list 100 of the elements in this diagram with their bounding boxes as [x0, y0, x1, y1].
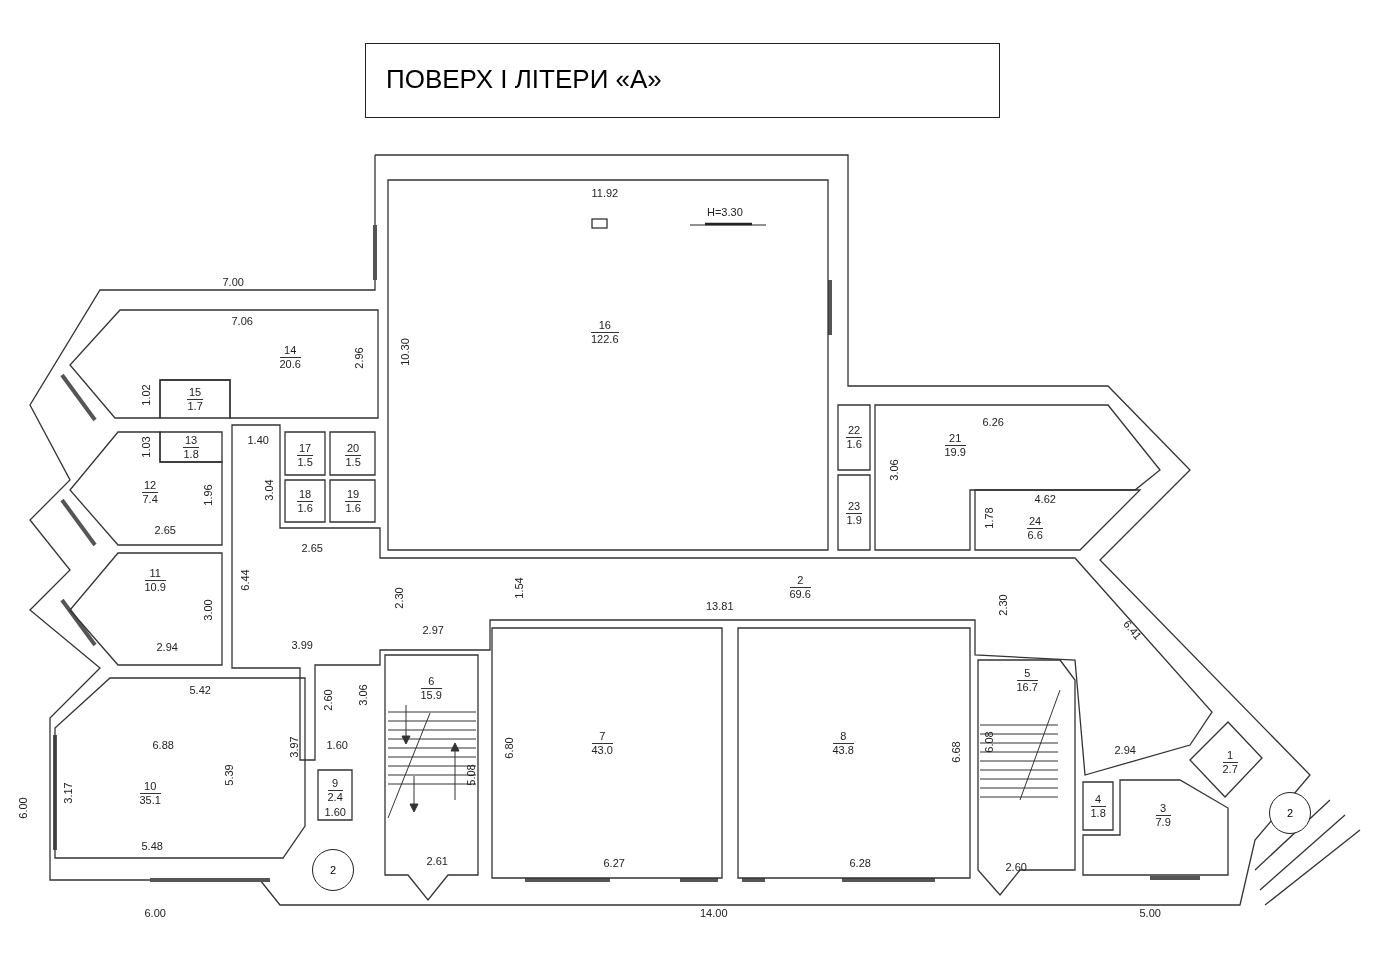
room-number: 8 — [832, 729, 854, 744]
room-area: 7.4 — [142, 492, 159, 506]
dimension-label: 3.00 — [201, 599, 214, 621]
dimension-label: 1.40 — [247, 434, 269, 446]
dimension-label: 2.94 — [156, 641, 178, 653]
dimension-label: 1.02 — [139, 384, 152, 406]
dimension-label: 1.78 — [982, 507, 995, 529]
dimension-label: 2.60 — [1005, 861, 1027, 873]
room-number: 16 — [591, 318, 619, 333]
dimension-label: 3.97 — [287, 736, 300, 758]
dimension-label: 6.44 — [238, 569, 251, 591]
dimension-label: 5.08 — [464, 764, 477, 786]
dimension-label: 2.60 — [321, 689, 334, 711]
dimension-label: 7.06 — [231, 315, 253, 327]
dimension-label: 6.68 — [949, 741, 962, 763]
room-number: 21 — [944, 431, 966, 446]
room-area: 43.0 — [591, 743, 613, 757]
room-area: 1.6 — [297, 501, 314, 515]
dimension-label: 11.92 — [591, 187, 619, 199]
dimension-label: 3.06 — [887, 459, 900, 481]
circle-marker: 2 — [1269, 792, 1311, 834]
room-number: 5 — [1016, 666, 1038, 681]
dimension-label: 6.27 — [603, 857, 625, 869]
dimension-label: 6.00 — [16, 797, 29, 819]
dimension-label: 6.28 — [849, 857, 871, 869]
dimension-label: 6.00 — [144, 907, 166, 919]
room-area: 1.6 — [345, 501, 362, 515]
dimension-label: 1.60 — [326, 739, 348, 751]
room-area: 10.9 — [144, 580, 166, 594]
room-area: 1.5 — [345, 455, 362, 469]
circle-marker: 2 — [312, 849, 354, 891]
room-area: 1.8 — [1090, 806, 1106, 820]
room-number: 6 — [420, 674, 442, 689]
room-area: 6.6 — [1027, 528, 1044, 542]
dimension-label: 13.81 — [706, 600, 734, 612]
room-number: 20 — [345, 441, 362, 456]
room-area: 122.6 — [591, 332, 619, 346]
dimension-label: 3.04 — [262, 479, 275, 501]
dimension-label: 5.00 — [1139, 907, 1161, 919]
dimension-label: 3.06 — [356, 684, 369, 706]
dimension-label: 2.97 — [422, 624, 444, 636]
room-area: 15.9 — [420, 688, 442, 702]
room-number: 10 — [139, 779, 161, 794]
ceiling-height-label: Н=3.30 — [707, 206, 743, 218]
room-area: 1.7 — [187, 399, 204, 413]
room-number: 18 — [297, 487, 314, 502]
dimension-label: 2.30 — [996, 594, 1009, 616]
dimension-label: 5.42 — [189, 684, 211, 696]
dimension-label: 2.65 — [301, 542, 323, 554]
room-area: 43.8 — [832, 743, 854, 757]
room-number: 23 — [846, 499, 863, 514]
dimension-label: 6.08 — [982, 731, 995, 753]
dimension-label: 7.00 — [222, 276, 244, 288]
room-number: 22 — [846, 423, 863, 438]
dimension-label: 6.88 — [152, 739, 174, 751]
dimension-label: 1.96 — [201, 484, 214, 506]
room-number: 12 — [142, 478, 159, 493]
dimension-label: 6.26 — [982, 416, 1004, 428]
dimension-label: 2.96 — [352, 347, 365, 369]
dimension-label: 1.03 — [139, 436, 152, 458]
room-number: 14 — [279, 343, 301, 358]
room-number: 17 — [297, 441, 314, 456]
room-number: 1 — [1222, 748, 1238, 763]
room-area: 1.9 — [846, 513, 863, 527]
room-area: 2.4 — [327, 790, 343, 804]
room-number: 13 — [183, 433, 200, 448]
room-number: 19 — [345, 487, 362, 502]
title: ПОВЕРХ I ЛІТЕРИ «А» — [365, 43, 1000, 118]
room-number: 15 — [187, 385, 204, 400]
dimension-label: 1.54 — [512, 577, 525, 599]
room-area: 19.9 — [944, 445, 966, 459]
room-number: 11 — [144, 566, 166, 581]
room-area: 1.6 — [846, 437, 863, 451]
room-area: 16.7 — [1016, 680, 1038, 694]
dimension-label: 5.48 — [141, 840, 163, 852]
room-area: 7.9 — [1155, 815, 1171, 829]
dimension-label: 5.39 — [222, 764, 235, 786]
dimension-label: 2.30 — [392, 587, 405, 609]
room-number: 9 — [327, 776, 343, 791]
dimension-label: 10.30 — [398, 338, 411, 366]
dimension-label: 4.62 — [1034, 493, 1056, 505]
dimension-label: 3.17 — [61, 782, 74, 804]
room-number: 3 — [1155, 801, 1171, 816]
dimension-label: 3.99 — [291, 639, 313, 651]
room-number: 2 — [789, 573, 811, 588]
dimension-label: 2.61 — [426, 855, 448, 867]
dimension-label: 2.94 — [1114, 744, 1136, 756]
dimension-label: 1.60 — [324, 806, 346, 818]
dimension-label: 2.65 — [154, 524, 176, 536]
room-number: 4 — [1090, 792, 1106, 807]
room-number: 7 — [591, 729, 613, 744]
dimension-label: 6.80 — [502, 737, 515, 759]
room-number: 24 — [1027, 514, 1044, 529]
dimension-label: 14.00 — [700, 907, 728, 919]
room-area: 69.6 — [789, 587, 811, 601]
room-area: 1.8 — [183, 447, 200, 461]
room-area: 1.5 — [297, 455, 314, 469]
room-area: 20.6 — [279, 357, 301, 371]
room-area: 35.1 — [139, 793, 161, 807]
room-area: 2.7 — [1222, 762, 1238, 776]
